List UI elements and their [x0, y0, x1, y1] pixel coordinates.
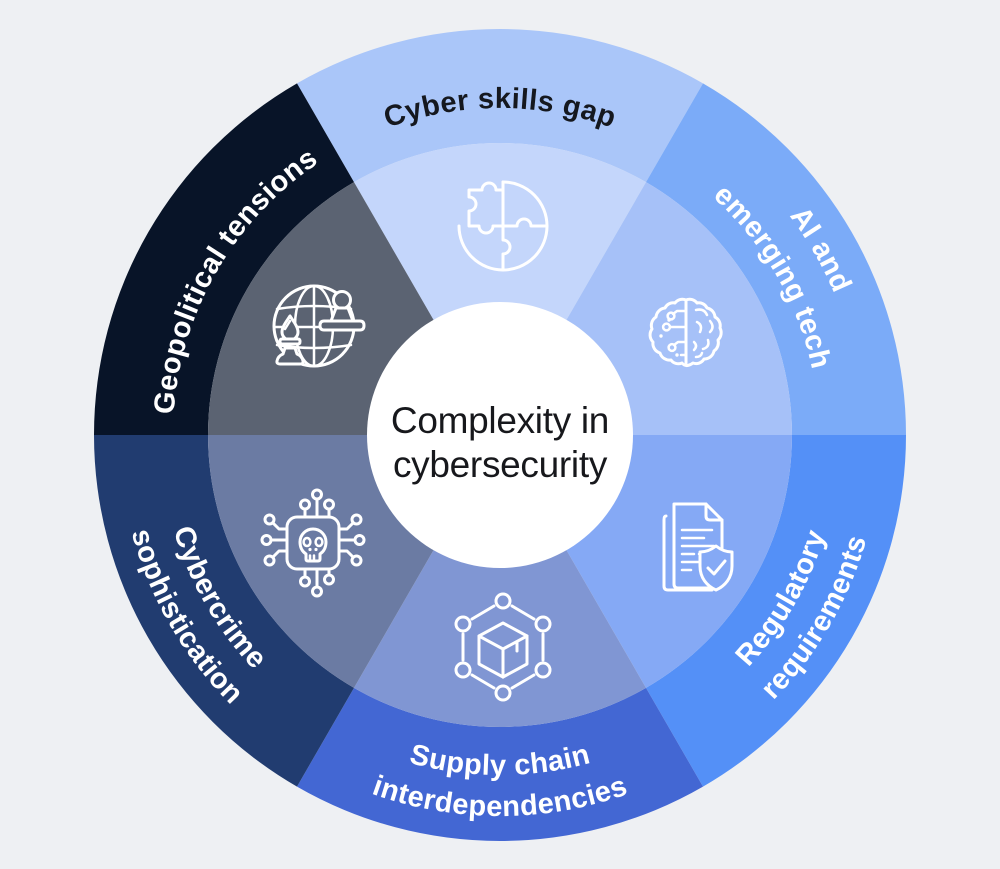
center-title-line-2: cybersecurity — [393, 444, 608, 485]
segment-inner-cyber-skills-gap — [354, 142, 646, 435]
globe-chess-icon — [272, 284, 366, 368]
chip-skull-icon — [260, 488, 366, 598]
center-title-line-1: Complexity in — [391, 400, 609, 441]
outer-ring-sectors — [94, 28, 906, 842]
segment-ring-cybercrime-sophistication — [94, 435, 354, 787]
center-title: Complexity in cybersecurity — [391, 400, 609, 485]
document-shield-icon — [662, 502, 734, 592]
segment-ring-cyber-skills-gap — [297, 28, 703, 183]
segment-ring-supply-chain-interdependencies — [297, 687, 703, 842]
segment-ring-regulatory-requirements — [646, 435, 906, 787]
segment-ring-ai-and-emerging-tech — [646, 83, 906, 435]
package-network-icon — [454, 592, 552, 702]
puzzle-icon — [457, 180, 549, 272]
segment-inner-supply-chain-interdependencies — [354, 435, 646, 728]
center-circle — [367, 302, 633, 568]
segment-ring-geopolitical-tensions — [94, 83, 354, 435]
brain-icon — [648, 297, 723, 367]
